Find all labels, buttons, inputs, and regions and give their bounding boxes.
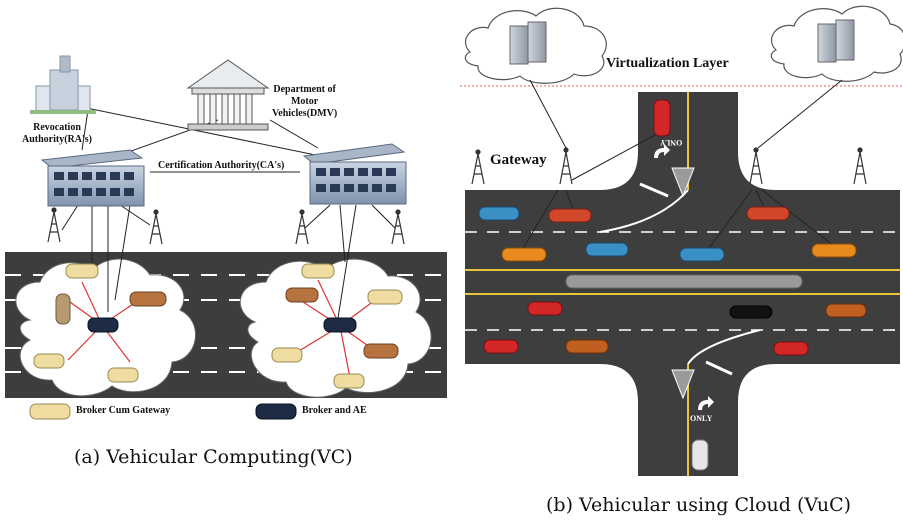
traffic-island-top [671, 167, 695, 198]
turn-arrow-bottom-icon [698, 396, 714, 410]
legend-broker-and-ae-car-icon [255, 403, 297, 420]
caption-right: (b) Vehicular using Cloud (VuC) [546, 494, 852, 516]
legend-broker-cum-gateway-label: Broker Cum Gateway [76, 405, 171, 416]
revocation-building-icon [30, 55, 96, 114]
left-tower-icon-4 [391, 209, 405, 245]
dmv-building-icon [186, 59, 270, 131]
left-panel [5, 55, 447, 420]
dmv-label: Department of Motor Vehicles(DMV) [272, 84, 338, 119]
only-sign-top: ONLY [660, 138, 683, 147]
right-tower-icon-4 [853, 147, 867, 185]
ca-building-right-icon [302, 143, 407, 205]
left-tower-icon-2 [149, 209, 163, 245]
right-panel [460, 5, 903, 476]
only-sign-bottom: ONLY [690, 414, 713, 423]
right-lane-dashes [465, 231, 900, 331]
left-tower-icon-3 [295, 209, 309, 245]
traffic-island-bottom [671, 369, 695, 400]
server-icon-left [509, 21, 547, 65]
left-cars-cloud-2 [271, 263, 403, 389]
gateway-label: Gateway [490, 152, 547, 168]
right-tower-icon-3 [749, 147, 763, 185]
virtualization-layer-label: Virtualization Layer [606, 56, 729, 71]
left-tower-icon-1 [47, 207, 61, 243]
right-tower-icon-2 [559, 147, 573, 185]
right-median [565, 274, 803, 289]
legend-broker-cum-gateway-car-icon [29, 403, 71, 420]
server-icon-right [817, 19, 855, 63]
right-cars [478, 99, 867, 471]
right-tower-icon-1 [471, 149, 485, 185]
revocation-authority-label: Revocation Authority(RA's) [22, 122, 92, 145]
turn-arrow-top-icon [654, 144, 670, 158]
certification-authority-label: Certification Authority(CA's) [158, 160, 285, 171]
legend-broker-and-ae-label: Broker and AE [302, 405, 367, 416]
caption-left: (a) Vehicular Computing(VC) [74, 446, 353, 468]
ca-building-left-icon [40, 149, 145, 207]
left-cars-cloud-1 [33, 263, 167, 383]
